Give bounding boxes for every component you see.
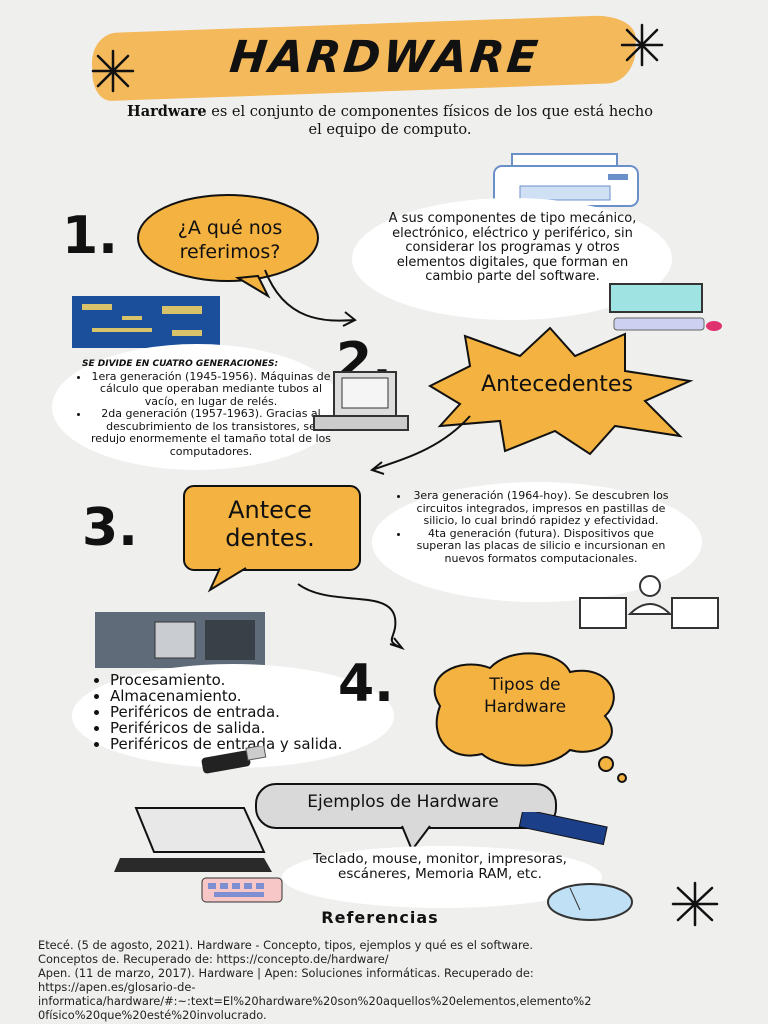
section-4-cloud [72, 664, 394, 768]
list-item: 4ta generación (futura). Dispositivos qu… [410, 527, 672, 566]
sparkle-icon [671, 881, 719, 927]
examples-label: Ejemplos de Hardware [307, 792, 499, 812]
section-4-cloud-shape [433, 652, 627, 783]
section-3-number: 3. [82, 498, 138, 558]
section-1-bubble: ¿A qué nos referimos? [177, 217, 283, 263]
section-2-cloud [52, 344, 342, 470]
laptop-icon [114, 807, 272, 872]
section-3-list: 3era generación (1964-hoy). Se descubren… [392, 489, 672, 566]
reference-line: https://apen.es/glosario-de- [38, 980, 196, 994]
intro-rest: es el conjunto de componentes físicos de… [206, 104, 653, 138]
intro-text: Hardware es el conjunto de componentes f… [120, 103, 660, 139]
reference-line: informatica/hardware/#:~:text=El%20hardw… [38, 994, 592, 1008]
section-2-list: SE DIVIDE EN CUATRO GENERACIONES: 1era g… [72, 358, 332, 458]
ram-memory-icon [518, 812, 608, 846]
page-title: HARDWARE [227, 32, 543, 83]
examples-text: Teclado, mouse, monitor, impresoras, esc… [313, 851, 567, 882]
section-3-bubble: Antece dentes. [225, 496, 315, 552]
reference-line: 0físico%20que%20esté%20involucrado. [38, 1008, 267, 1022]
sparkle-icon [620, 23, 664, 67]
reference-line: Apen. (11 de marzo, 2017). Hardware | Ap… [38, 966, 534, 980]
circuit-board-image [72, 296, 220, 348]
sparkle-icon [91, 49, 135, 93]
list-item: Periféricos de entrada. [110, 704, 380, 720]
section-1-text: A sus componentes de tipo mecánico, elec… [388, 211, 637, 284]
section-4-bubble: Tipos de Hardware [483, 675, 567, 717]
references-list: Etecé. (5 de agosto, 2021). Hardware - C… [38, 938, 738, 1022]
keyboard-icon [201, 877, 283, 903]
arrow-icon [264, 269, 357, 327]
list-item: Procesamiento. [110, 672, 380, 688]
section-2-bubble: Antecedentes [481, 372, 633, 397]
old-computer-icon [313, 371, 409, 431]
arrow-icon [369, 415, 471, 475]
list-item: 3era generación (1964-hoy). Se descubren… [410, 489, 672, 528]
person-at-desk-icon [579, 575, 719, 629]
computer-monitor-icon [609, 283, 722, 331]
list-item: Almacenamiento. [110, 688, 380, 704]
cpu-socket-image [95, 612, 265, 668]
reference-line: Etecé. (5 de agosto, 2021). Hardware - C… [38, 938, 534, 952]
examples-bubble-shape [255, 783, 557, 852]
section-2-heading: SE DIVIDE EN CUATRO GENERACIONES: [82, 359, 279, 369]
section-1-number: 1. [62, 206, 118, 266]
usb-drive-icon [201, 746, 267, 774]
section-4-number: 4. [338, 654, 394, 714]
arrow-icon [297, 583, 405, 651]
list-item: 2da generación (1957-1963). Gracias al d… [90, 407, 332, 458]
list-item: 1era generación (1945-1956). Máquinas de… [90, 370, 332, 409]
intro-bold: Hardware [127, 103, 207, 120]
references-heading: Referencias [321, 908, 439, 927]
printer-icon [493, 153, 639, 207]
section-4-list: Procesamiento. Almacenamiento. Periféric… [92, 672, 380, 752]
list-item: Periféricos de entrada y salida. [110, 736, 380, 752]
reference-line: Conceptos de. Recuperado de: https://con… [38, 952, 389, 966]
section-1-bubble-shape [137, 194, 319, 299]
mouse-icon [547, 883, 633, 921]
section-2-burst-shape [427, 326, 694, 456]
list-item: Periféricos de salida. [110, 720, 380, 736]
section-3-bubble-shape [183, 485, 361, 593]
